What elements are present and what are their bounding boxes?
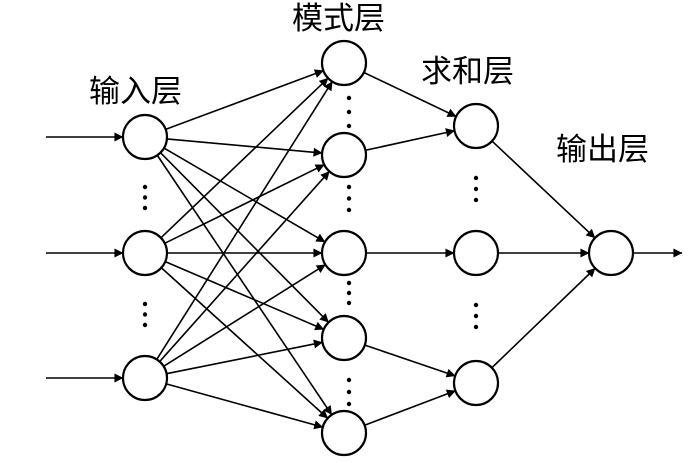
- input-node: [121, 354, 169, 402]
- input-to-pattern-connection: [156, 154, 333, 416]
- input-ellipsis-dot: [142, 205, 148, 211]
- input-to-pattern-connection: [165, 69, 324, 131]
- input-to-pattern-connection: [160, 267, 329, 419]
- input-node: [121, 229, 169, 277]
- pattern-ellipsis-dot: [346, 207, 352, 213]
- input-to-pattern-connection: [163, 147, 326, 243]
- summation-ellipsis-dot: [473, 324, 479, 330]
- input-ellipsis-dot: [142, 184, 148, 190]
- pattern-ellipsis-dot: [346, 280, 352, 286]
- pattern-node: [320, 229, 368, 277]
- input-to-pattern-connection: [159, 170, 330, 363]
- pattern-ellipsis-dot: [346, 377, 352, 383]
- pattern-node: [320, 314, 368, 362]
- input-to-pattern-connection: [166, 138, 323, 157]
- input-to-pattern-connection: [156, 81, 333, 360]
- input-layer-label: 输入层: [89, 74, 182, 110]
- pattern-to-summation-connection: [365, 128, 455, 152]
- node-group: [121, 39, 635, 457]
- input-ellipsis-dot: [142, 195, 148, 200]
- pattern-layer-label: 模式层: [292, 1, 385, 37]
- pattern-to-summation-connection: [364, 344, 456, 378]
- input-to-pattern-connection: [166, 339, 323, 375]
- summation-node: [452, 359, 500, 407]
- summation-ellipsis-dot: [473, 197, 479, 203]
- output-node: [587, 229, 635, 277]
- ellipsis-group: [142, 95, 479, 407]
- input-ellipsis-dot: [142, 301, 148, 307]
- pattern-node: [320, 39, 368, 87]
- pattern-to-summation-connection: [363, 71, 457, 118]
- pattern-ellipsis-dot: [346, 196, 352, 201]
- summation-ellipsis-dot: [473, 313, 479, 319]
- summation-to-output-connection: [491, 267, 596, 369]
- input-to-pattern-connection: [164, 164, 325, 244]
- summation-ellipsis-dot: [473, 186, 479, 192]
- pattern-ellipsis-dot: [346, 290, 352, 296]
- input-ellipsis-dot: [142, 312, 148, 317]
- summation-ellipsis-dot: [473, 302, 479, 308]
- pattern-ellipsis-dot: [346, 95, 352, 101]
- pattern-node: [320, 409, 368, 457]
- pattern-ellipsis-dot: [346, 109, 352, 115]
- input-to-pattern-connection: [165, 383, 324, 430]
- output-layer-label: 输出层: [556, 132, 649, 168]
- input-to-pattern-connection: [160, 77, 329, 239]
- summation-node: [452, 229, 500, 277]
- pattern-ellipsis-dot: [346, 184, 352, 190]
- summation-ellipsis-dot: [473, 175, 479, 181]
- input-ellipsis-dot: [142, 322, 148, 328]
- summation-layer-label: 求和层: [421, 54, 514, 90]
- pattern-ellipsis-dot: [346, 300, 352, 306]
- input-to-pattern-connection: [163, 264, 326, 367]
- pattern-ellipsis-dot: [346, 123, 352, 129]
- input-node: [121, 113, 169, 161]
- summation-node: [452, 102, 500, 150]
- pattern-ellipsis-dot: [346, 389, 352, 395]
- pattern-ellipsis-dot: [346, 401, 352, 407]
- input-to-pattern-connection: [159, 152, 330, 323]
- summation-to-output-connection: [491, 140, 596, 239]
- pattern-node: [320, 131, 368, 179]
- pattern-to-summation-connection: [364, 389, 456, 426]
- input-to-pattern-connection: [164, 260, 325, 331]
- connection-group: [46, 69, 683, 430]
